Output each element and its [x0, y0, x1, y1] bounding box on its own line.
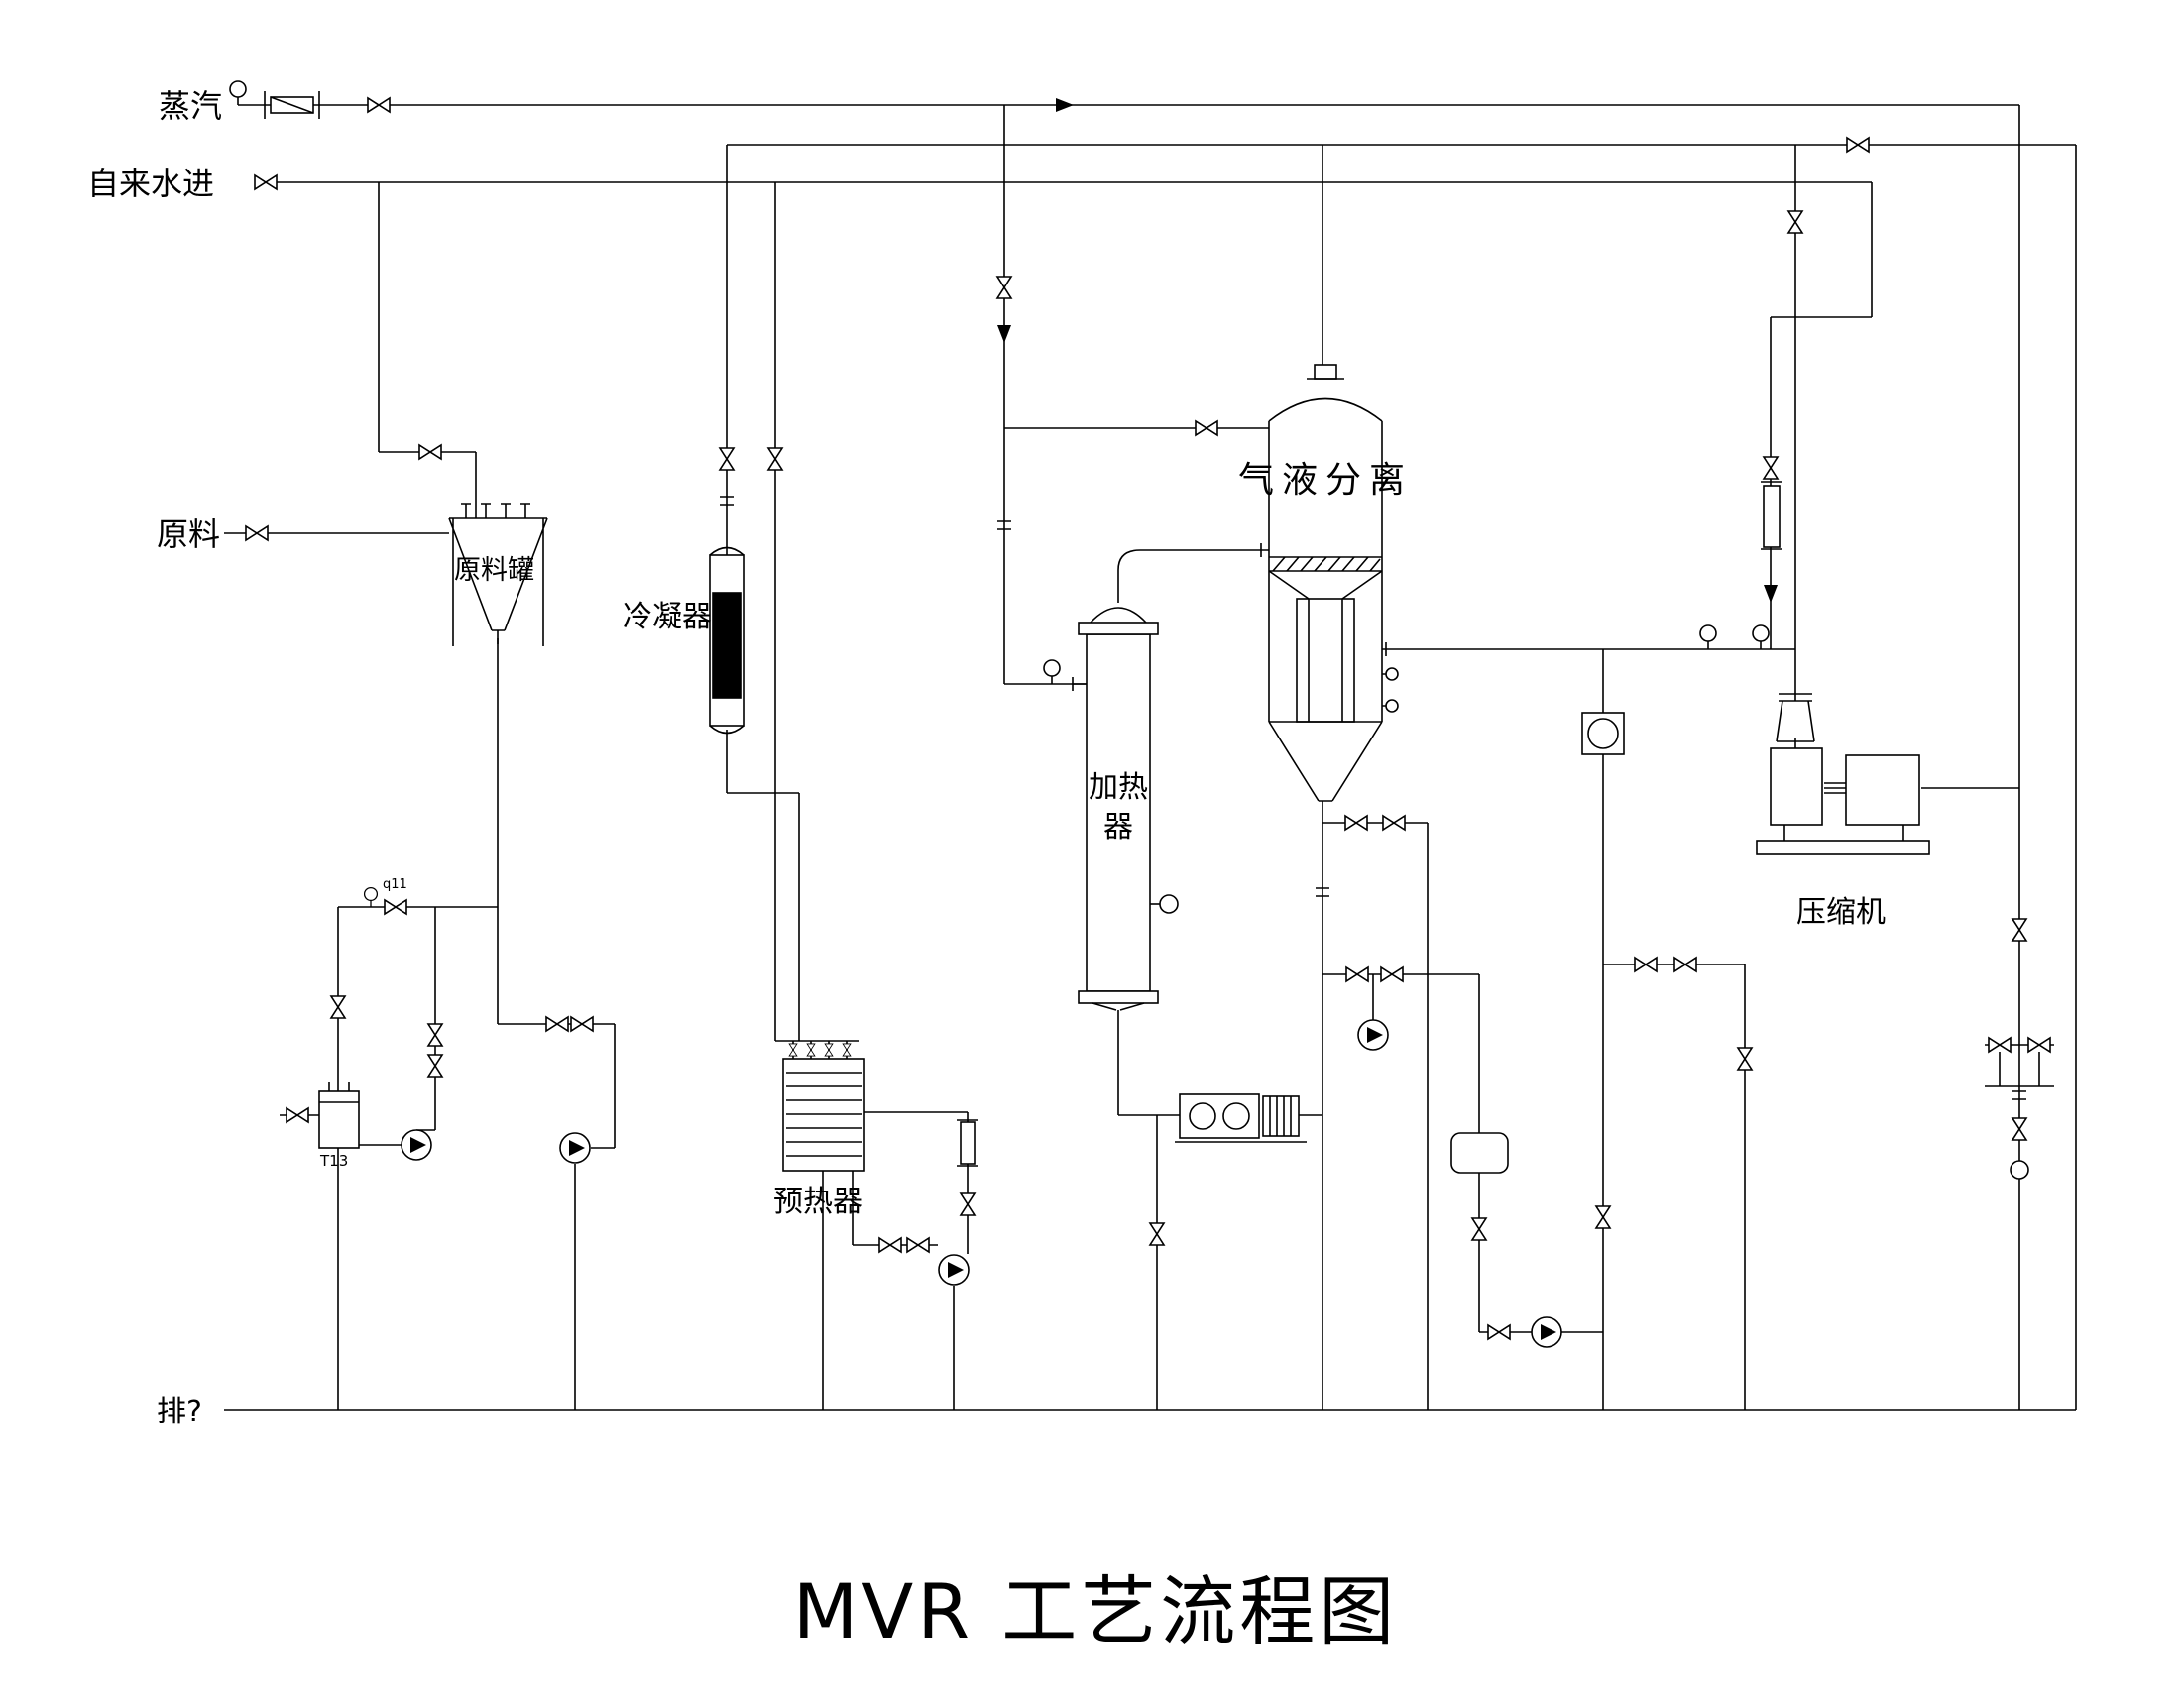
motor-hatch: [1269, 1096, 1292, 1136]
valve-icon: [878, 1237, 902, 1253]
valve-icon: [418, 444, 442, 460]
pressure-gauge-icon: [1699, 624, 1717, 650]
valve-icon: [367, 97, 391, 113]
inline-gauge-icon: [2010, 1160, 2029, 1180]
valve-icon: [330, 995, 346, 1019]
flow-arrow-icon: [1056, 98, 1074, 112]
valve-icon: [1634, 957, 1658, 972]
valve-icon: [245, 525, 269, 541]
double-valve-manifold: [1985, 1044, 2054, 1087]
circulation-pump: [1175, 1093, 1307, 1143]
valve-icon: [1737, 1047, 1753, 1071]
valve-icon: [1195, 420, 1218, 436]
rotameter-preheater: [960, 1121, 976, 1165]
valve-icon: [788, 1043, 798, 1057]
valve-icon: [570, 1016, 594, 1032]
seal-water-tank: [318, 1082, 360, 1149]
valve-icon: [824, 1043, 834, 1057]
valve-icon: [906, 1237, 930, 1253]
pipe-run-main: [224, 104, 2077, 1411]
pressure-gauge-icon: [229, 80, 247, 106]
valve-icon: [427, 1054, 443, 1078]
valve-icon: [1846, 137, 1870, 153]
demister-hatch: [1272, 556, 1381, 572]
pump-icon: [1531, 1316, 1562, 1348]
heater-label-line2: 器: [1103, 810, 1133, 845]
steam-label: 蒸汽: [159, 87, 222, 125]
valve-icon: [1345, 966, 1369, 982]
valve-icon: [1487, 1324, 1511, 1340]
pump-icon: [559, 1132, 591, 1164]
feed-label: 原料: [157, 515, 220, 553]
valve-icon: [1382, 815, 1406, 831]
steam-strainer: [270, 96, 314, 114]
valve-icon: [1471, 1217, 1487, 1241]
valve-icon: [1988, 1037, 2012, 1053]
diagram-title: MVR 工艺流程图: [793, 1567, 1399, 1655]
pump-icon: [938, 1254, 970, 1286]
valve-icon: [427, 1023, 443, 1047]
flange-ticks: [264, 91, 2026, 1167]
pressure-gauge-icon: [363, 886, 379, 908]
instrument-tag-label: q11: [383, 877, 407, 892]
valve-icon: [384, 899, 407, 915]
steam-trap: [1581, 712, 1625, 755]
valve-icon: [1595, 1205, 1611, 1229]
drain-label: 排?: [157, 1395, 202, 1429]
valve-icon: [545, 1016, 569, 1032]
valve-icon: [1673, 957, 1697, 972]
gas-liquid-separator: [1268, 364, 1399, 802]
condenser: [709, 546, 745, 735]
valve-icon: [2027, 1037, 2051, 1053]
instruments: [229, 80, 2029, 1180]
heater: [1072, 607, 1159, 1011]
pipe-run-right: [1117, 549, 2019, 1410]
valve-icon: [1380, 966, 1404, 982]
valve-icon: [2012, 918, 2027, 942]
condenser-label: 冷凝器: [623, 600, 712, 634]
valve-icon: [2012, 1117, 2027, 1141]
pressure-gauge-icon: [1043, 659, 1061, 685]
preheater: [782, 1058, 865, 1172]
compressor: [1756, 693, 1930, 855]
pressure-gauge-icon: [1752, 624, 1770, 650]
feed-tank-label: 原料罐: [454, 555, 534, 586]
valve-icon: [996, 276, 1012, 299]
valve-icon: [767, 447, 783, 471]
tank-tag-label: T13: [319, 1152, 348, 1170]
tap-water-label: 自来水进: [87, 165, 214, 202]
valve-icon: [1149, 1222, 1165, 1246]
valve-icon: [719, 447, 735, 471]
pump-icon: [1357, 1019, 1389, 1051]
valve-icon: [1763, 456, 1779, 480]
condensate-tank: [1450, 1132, 1509, 1174]
valve-icon: [286, 1107, 309, 1123]
feed-tank: [448, 503, 548, 646]
valve-icon: [806, 1043, 816, 1057]
preheater-label: 预热器: [773, 1185, 862, 1219]
heater-gauge: [1150, 894, 1179, 914]
valve-icon: [960, 1192, 976, 1216]
flow-arrow-icon: [1764, 585, 1778, 603]
heater-label-line1: 加热: [1089, 770, 1148, 805]
valve-icon: [842, 1043, 852, 1057]
pump-icon: [401, 1129, 432, 1161]
separator-label: 气液分离: [1238, 460, 1413, 501]
compressor-label: 压缩机: [1796, 895, 1886, 930]
pipe-run-left: [280, 638, 969, 1410]
valve-icon: [254, 174, 278, 190]
flow-arrow-icon: [997, 325, 1011, 343]
rotameter-right: [1763, 485, 1781, 548]
valve-icon: [1787, 210, 1803, 234]
valve-icon: [1344, 815, 1368, 831]
